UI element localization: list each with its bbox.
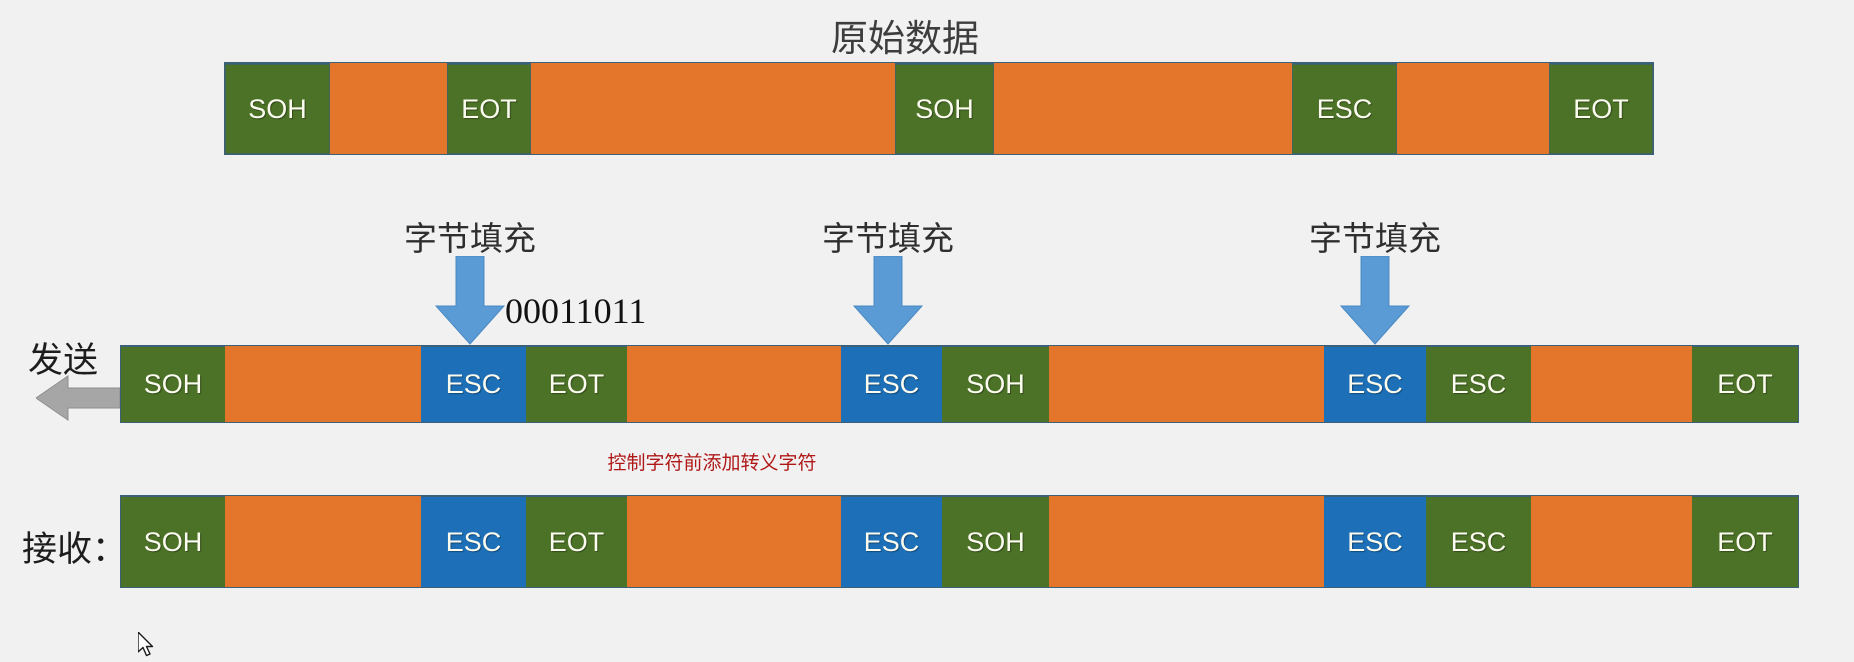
frame-segment-eot: EOT — [1692, 496, 1798, 587]
frame-segment-data — [1531, 496, 1692, 587]
down-arrow-icon-1 — [434, 256, 506, 346]
frame-segment-esc: ESC — [421, 346, 526, 422]
frame-segment-data — [1531, 346, 1692, 422]
down-arrow-icon-3 — [1339, 256, 1411, 346]
page-title: 原始数据 — [831, 19, 979, 60]
frame-segment-data — [225, 346, 421, 422]
send-arrow-icon — [36, 374, 122, 422]
frame-segment-eot: EOT — [1692, 346, 1798, 422]
byte-stuffing-label-2: 字节填充 — [822, 222, 954, 258]
frame-segment-data — [1049, 496, 1324, 587]
frame-segment-eot: EOT — [1549, 63, 1653, 154]
frame-segment-soh: SOH — [225, 63, 330, 154]
frame-segment-esc: ESC — [1426, 496, 1531, 587]
frame-segment-esc: ESC — [1324, 346, 1426, 422]
frame-segment-data — [1049, 346, 1324, 422]
frame-segment-soh: SOH — [942, 496, 1049, 587]
send-label: 发送 — [28, 341, 99, 380]
frame-segment-data — [225, 496, 421, 587]
frame-segment-eot: EOT — [447, 63, 531, 154]
frame-segment-soh: SOH — [121, 496, 225, 587]
frame-row-original: SOH EOT SOH ESC EOT — [224, 62, 1654, 155]
byte-stuffing-label-1: 字节填充 — [404, 222, 536, 258]
frame-segment-esc: ESC — [1324, 496, 1426, 587]
frame-segment-esc: ESC — [841, 496, 942, 587]
frame-segment-data — [330, 63, 447, 154]
binary-value-label: 00011011 — [505, 291, 647, 331]
frame-segment-soh: SOH — [942, 346, 1049, 422]
frame-segment-soh: SOH — [895, 63, 994, 154]
escape-note-label: 控制字符前添加转义字符 — [607, 453, 817, 474]
frame-segment-esc: ESC — [841, 346, 942, 422]
frame-segment-data — [994, 63, 1292, 154]
frame-segment-esc: ESC — [1426, 346, 1531, 422]
mouse-cursor-icon — [138, 632, 158, 660]
frame-segment-data — [1397, 63, 1549, 154]
down-arrow-icon-2 — [852, 256, 924, 346]
byte-stuffing-label-3: 字节填充 — [1309, 222, 1441, 258]
frame-segment-esc: ESC — [1292, 63, 1397, 154]
receive-label: 接收： — [22, 530, 128, 569]
frame-segment-data — [627, 346, 841, 422]
frame-segment-eot: EOT — [526, 346, 627, 422]
frame-segment-eot: EOT — [526, 496, 627, 587]
frame-segment-data — [531, 63, 895, 154]
frame-segment-soh: SOH — [121, 346, 225, 422]
frame-segment-data — [627, 496, 841, 587]
frame-segment-esc: ESC — [421, 496, 526, 587]
